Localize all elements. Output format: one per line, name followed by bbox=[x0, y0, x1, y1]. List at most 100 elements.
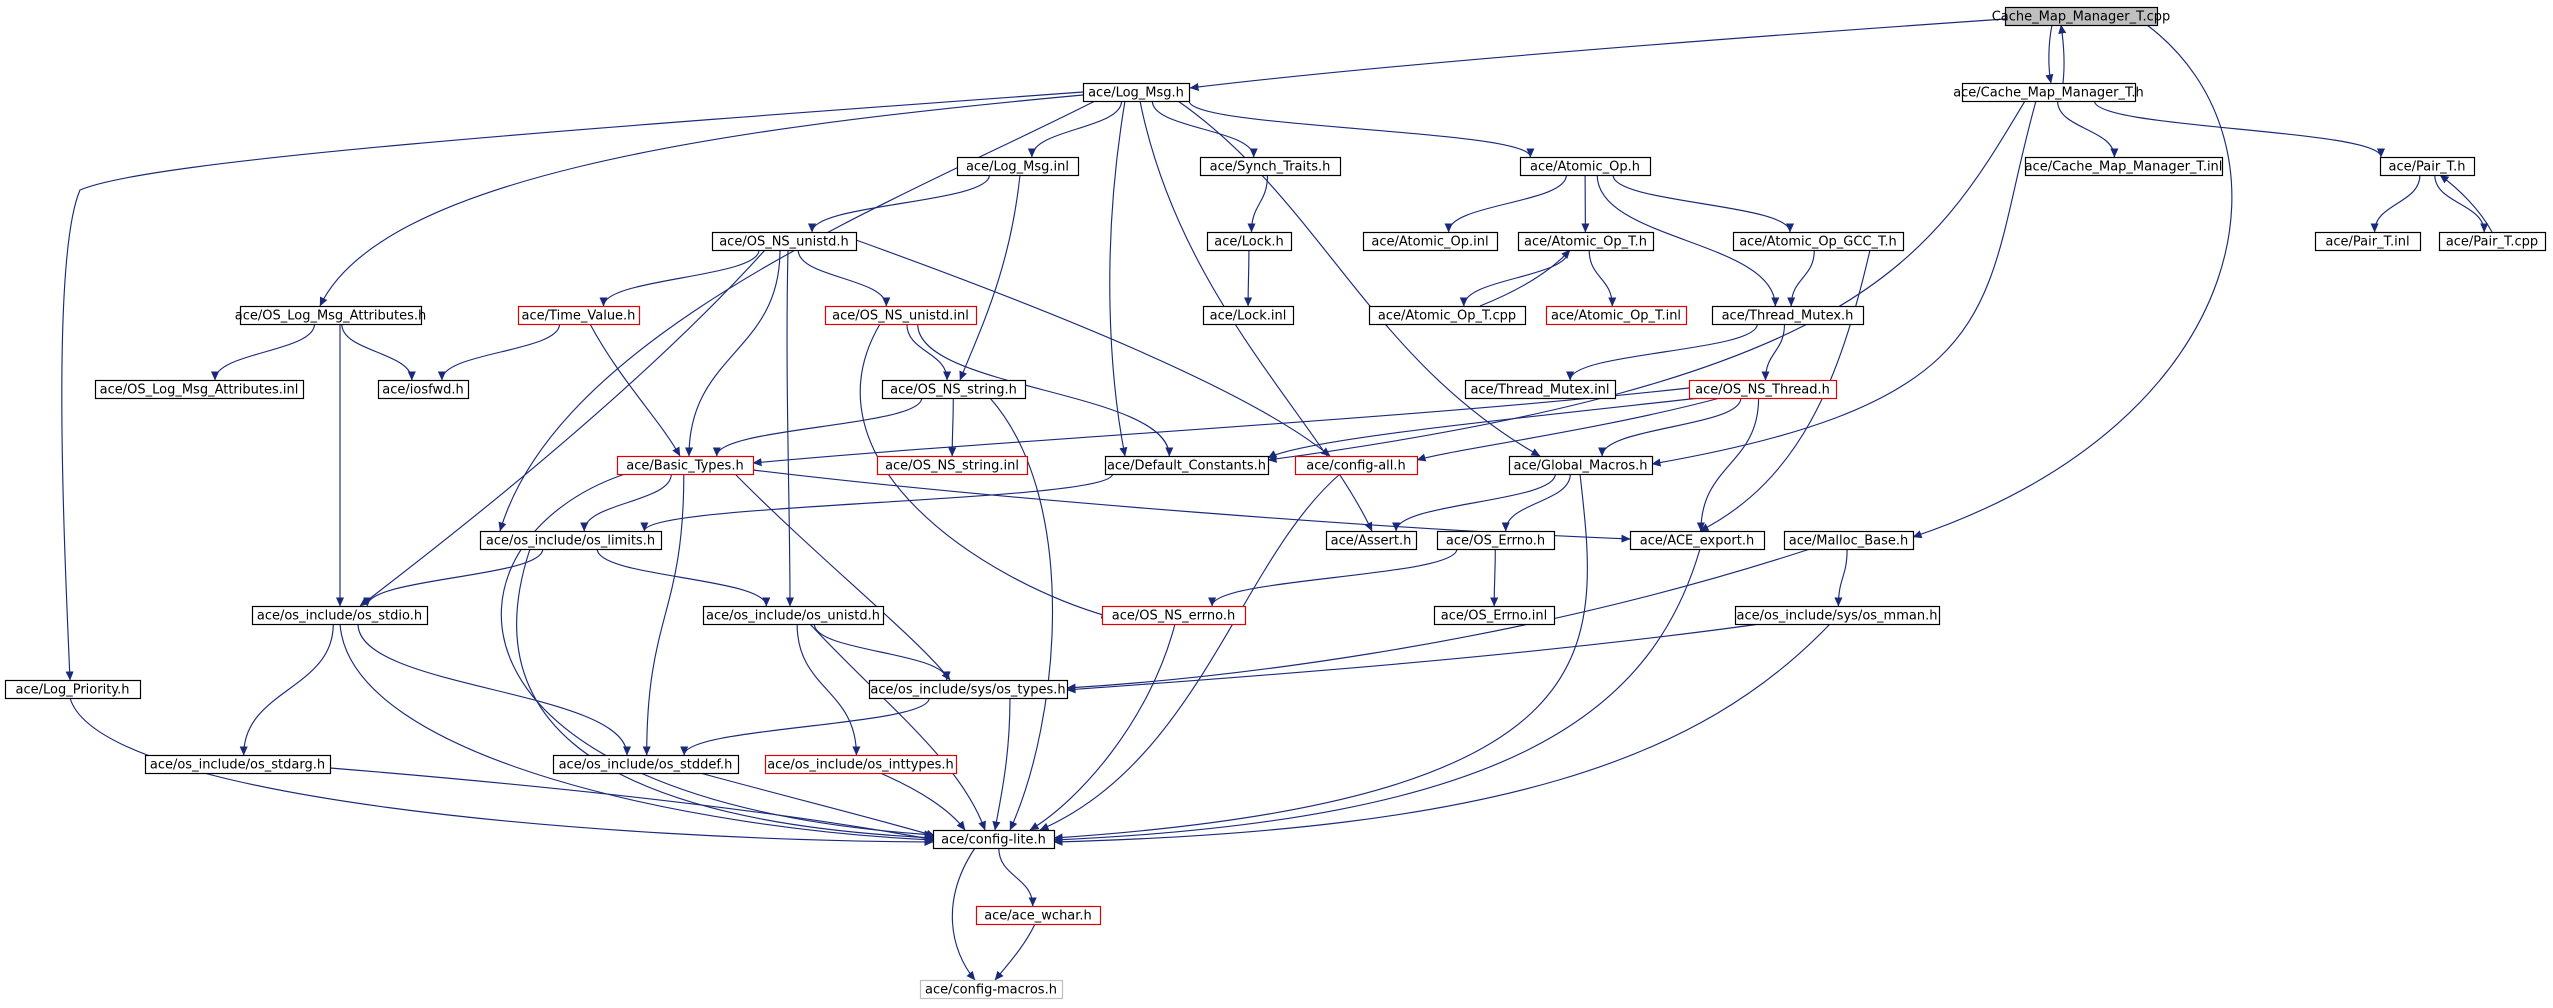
node-pair-t-cpp[interactable]: ace/Pair_T.cpp bbox=[2438, 231, 2547, 252]
node-root[interactable]: Cache_Map_Manager_T.cpp bbox=[1992, 6, 2171, 27]
node-os-log-attr-h[interactable]: ace/OS_Log_Msg_Attributes.h bbox=[235, 305, 426, 326]
edge-ace_export_h-to-config_lite_h bbox=[1053, 548, 1701, 844]
node-box bbox=[956, 156, 1080, 177]
node-box bbox=[94, 379, 305, 400]
node-assert-h[interactable]: ace/Assert.h bbox=[1325, 530, 1418, 551]
node-os-errno-inl[interactable]: ace/OS_Errno.inl bbox=[1433, 605, 1556, 626]
edge-pair_t_h-to-pair_t_inl bbox=[2370, 174, 2421, 233]
edge-log_msg_h-to-log_msg_inl bbox=[1027, 100, 1123, 158]
node-label: ace/config-macros.h bbox=[925, 983, 1057, 998]
node-os-stdarg-h[interactable]: ace/os_include/os_stdarg.h bbox=[144, 754, 332, 775]
node-default-const-h[interactable]: ace/Default_Constants.h bbox=[1104, 455, 1270, 476]
node-os-mman-h[interactable]: ace/os_include/sys/os_mman.h bbox=[1734, 605, 1941, 626]
node-box bbox=[1101, 605, 1247, 626]
node-atomic-op-gcc[interactable]: ace/Atomic_Op_GCC_T.h bbox=[1732, 231, 1905, 252]
node-box bbox=[1508, 455, 1654, 476]
node-os-ns-string-inl[interactable]: ace/OS_NS_string.inl bbox=[876, 455, 1029, 476]
node-atomic-op-h[interactable]: ace/Atomic_Op.h bbox=[1519, 156, 1652, 177]
node-os-stddef-h[interactable]: ace/os_include/os_stddef.h bbox=[552, 754, 740, 775]
node-os-ns-unistd-inl[interactable]: ace/OS_NS_unistd.inl bbox=[824, 305, 978, 326]
node-label: ace/os_include/sys/os_types.h bbox=[870, 683, 1065, 698]
node-label: ace/Time_Value.h bbox=[522, 309, 636, 324]
node-label: ace/Malloc_Base.h bbox=[1789, 534, 1909, 549]
node-box bbox=[251, 605, 429, 626]
edge-log_msg_inl-to-os_ns_string_h bbox=[959, 174, 1021, 381]
node-os-ns-unistd-h[interactable]: ace/OS_NS_unistd.h bbox=[711, 231, 858, 252]
node-os-stdio-h[interactable]: ace/os_include/os_stdio.h bbox=[251, 605, 429, 626]
node-cmm-t-inl[interactable]: ace/Cache_Map_Manager_T.inl bbox=[2025, 156, 2224, 177]
edge-os_ns_thread_h-to-global_macros_h bbox=[1598, 397, 1742, 457]
edge-atomic_op_h-to-atomic_op_gcc bbox=[1612, 174, 1794, 233]
node-os-types-h[interactable]: ace/os_include/sys/os_types.h bbox=[868, 679, 1069, 700]
edge-log_msg_inl-to-os_ns_unistd_h bbox=[808, 174, 991, 233]
edge-config_lite_h-to-ace_wchar_h bbox=[998, 847, 1037, 907]
edge-os_ns_thread_h-to-ace_export_h bbox=[1696, 397, 1760, 532]
node-malloc-base-h[interactable]: ace/Malloc_Base.h bbox=[1783, 530, 1915, 551]
edge-os_ns_errno_h-to-config_lite_h bbox=[1029, 623, 1176, 831]
node-basic-types-h[interactable]: ace/Basic_Types.h bbox=[616, 455, 755, 476]
edge-layer bbox=[61, 18, 2493, 981]
node-atomic-op-t-cpp[interactable]: ace/Atomic_Op_T.cpp bbox=[1368, 305, 1527, 326]
node-thread-mutex-inl[interactable]: ace/Thread_Mutex.inl bbox=[1464, 379, 1617, 400]
node-label: ace/Basic_Types.h bbox=[626, 459, 743, 474]
node-label: ace/OS_NS_errno.h bbox=[1112, 609, 1236, 624]
node-label: ace/Pair_T.cpp bbox=[2446, 235, 2538, 250]
node-box bbox=[616, 455, 755, 476]
edge-os_mman_h-to-config_lite_h bbox=[1053, 623, 1831, 846]
node-ace-wchar-h[interactable]: ace/ace_wchar.h bbox=[975, 905, 1102, 926]
node-log-msg-inl[interactable]: ace/Log_Msg.inl bbox=[956, 156, 1080, 177]
edge-atomic_op_gcc-to-thread_mutex_h bbox=[1787, 249, 1815, 307]
edge-config_lite_h-to-config_macros_h bbox=[951, 847, 976, 981]
node-pair-t-h[interactable]: ace/Pair_T.h bbox=[2379, 156, 2476, 177]
node-label: ace/Global_Macros.h bbox=[1514, 459, 1648, 474]
node-pair-t-inl[interactable]: ace/Pair_T.inl bbox=[2314, 231, 2422, 252]
node-time-value-h[interactable]: ace/Time_Value.h bbox=[517, 305, 641, 326]
node-os-unistd-h[interactable]: ace/os_include/os_unistd.h bbox=[702, 605, 885, 626]
edge-os_unistd_h-to-config_lite_h bbox=[809, 623, 986, 831]
node-global-macros-h[interactable]: ace/Global_Macros.h bbox=[1508, 455, 1654, 476]
node-os-ns-errno-h[interactable]: ace/OS_NS_errno.h bbox=[1101, 605, 1247, 626]
node-lock-inl[interactable]: ace/Lock.inl bbox=[1202, 305, 1295, 326]
node-box bbox=[711, 231, 858, 252]
edge-os_ns_thread_h-to-basic_types_h bbox=[752, 387, 1690, 467]
edge-config_all_h-to-config_lite_h bbox=[1039, 473, 1341, 831]
node-os-ns-string-h[interactable]: ace/OS_NS_string.h bbox=[881, 379, 1027, 400]
edge-log_msg_h-to-synch_traits bbox=[1151, 100, 1258, 158]
node-ace-export-h[interactable]: ace/ACE_export.h bbox=[1629, 530, 1766, 551]
edge-os_errno_h-to-os_ns_errno_h bbox=[1208, 548, 1458, 607]
node-box bbox=[1783, 530, 1915, 551]
node-os-log-attr-inl[interactable]: ace/OS_Log_Msg_Attributes.inl bbox=[94, 379, 305, 400]
node-box bbox=[2004, 6, 2159, 27]
node-box bbox=[824, 305, 978, 326]
node-config-macros-h[interactable]: ace/config-macros.h bbox=[919, 979, 1064, 1000]
node-atomic-op-inl[interactable]: ace/Atomic_Op.inl bbox=[1362, 231, 1499, 252]
node-label: ace/Atomic_Op.h bbox=[1530, 160, 1640, 175]
node-log-priority-h[interactable]: ace/Log_Priority.h bbox=[4, 679, 142, 700]
node-synch-traits[interactable]: ace/Synch_Traits.h bbox=[1199, 156, 1342, 177]
node-lock-h[interactable]: ace/Lock.h bbox=[1206, 231, 1293, 252]
edge-os_stdarg_h-to-config_lite_h bbox=[329, 767, 936, 843]
node-cmm-t-h[interactable]: ace/Cache_Map_Manager_T.h bbox=[1953, 82, 2144, 103]
edge-global_macros_h-to-assert_h bbox=[1392, 473, 1556, 532]
node-atomic-op-t-h[interactable]: ace/Atomic_Op_T.h bbox=[1517, 231, 1655, 252]
edge-os_types_h-to-config_lite_h bbox=[992, 697, 1011, 831]
edge-log_msg_h-to-log_priority_h bbox=[61, 91, 1084, 681]
node-thread-mutex-h[interactable]: ace/Thread_Mutex.h bbox=[1711, 305, 1865, 326]
edge-malloc_base_h-to-os_types_h bbox=[1066, 548, 1811, 692]
edge-root-to-cmm_t_h bbox=[2045, 24, 2054, 84]
node-log-msg-h[interactable]: ace/Log_Msg.h bbox=[1082, 82, 1191, 103]
node-box bbox=[1362, 231, 1499, 252]
edge-ace_wchar_h-to-config_macros_h bbox=[994, 923, 1036, 981]
node-box bbox=[881, 379, 1027, 400]
node-config-all-h[interactable]: ace/config-all.h bbox=[1294, 455, 1419, 476]
edge-thread_mutex_h-to-os_ns_thread_h bbox=[1761, 323, 1786, 381]
node-os-errno-h[interactable]: ace/OS_Errno.h bbox=[1436, 530, 1556, 551]
node-os-limits-h[interactable]: ace/os_include/os_limits.h bbox=[479, 530, 663, 551]
node-os-ns-thread-h[interactable]: ace/OS_NS_Thread.h bbox=[1688, 379, 1838, 400]
edge-os_ns_thread_h-to-config_all_h bbox=[1416, 397, 1721, 462]
node-atomic-op-t-inl[interactable]: ace/Atomic_Op_T.inl bbox=[1545, 305, 1688, 326]
node-config-lite-h[interactable]: ace/config-lite.h bbox=[932, 829, 1056, 850]
node-iosfwd-h[interactable]: ace/iosfwd.h bbox=[377, 379, 470, 400]
node-os-inttypes-h[interactable]: ace/os_include/os_inttypes.h bbox=[764, 754, 958, 775]
